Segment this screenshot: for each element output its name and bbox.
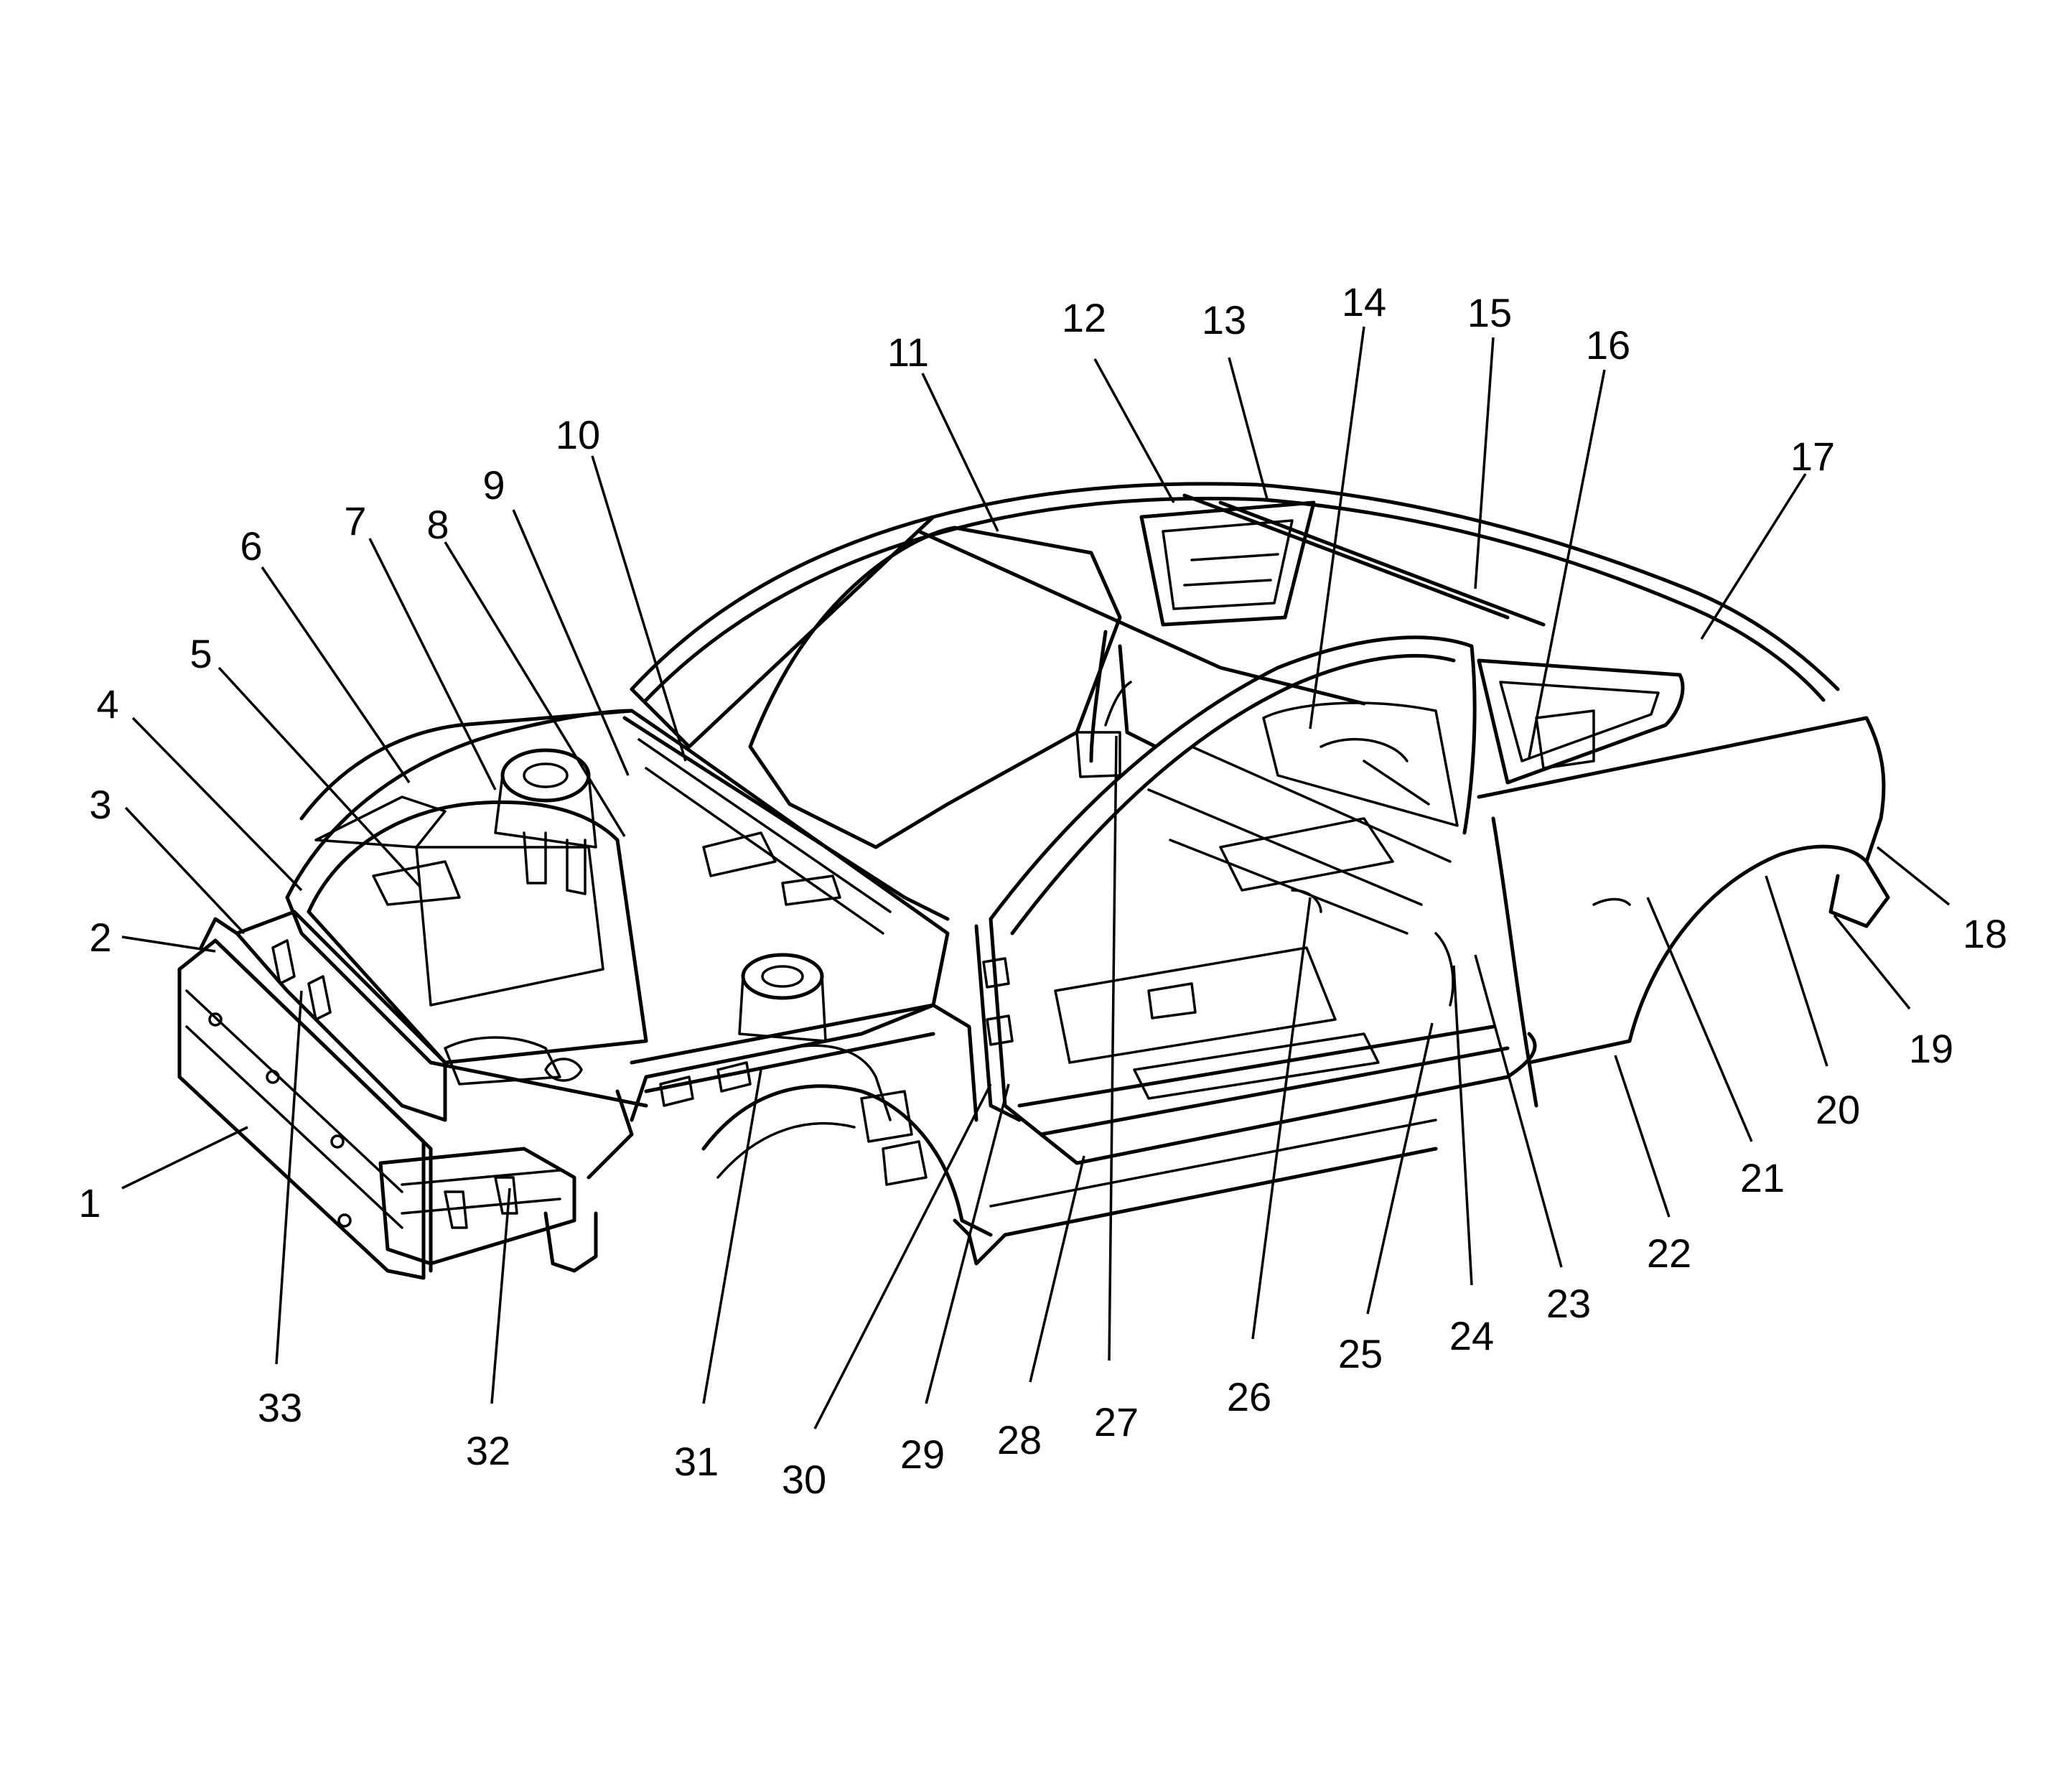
callout-32: 32 [466, 1428, 510, 1473]
callout-8: 8 [426, 502, 449, 547]
callout-26: 26 [1227, 1374, 1271, 1419]
callout-27: 27 [1094, 1399, 1139, 1445]
callout-3: 3 [89, 782, 111, 827]
callout-22: 22 [1647, 1231, 1691, 1276]
callout-4: 4 [96, 681, 118, 727]
callout-17: 17 [1790, 434, 1835, 479]
callout-2: 2 [89, 915, 111, 960]
callout-11: 11 [887, 330, 929, 375]
callout-29: 29 [900, 1432, 945, 1477]
callout-31: 31 [674, 1439, 719, 1484]
callout-20: 20 [1816, 1087, 1860, 1132]
callout-6: 6 [240, 523, 262, 569]
callout-16: 16 [1586, 322, 1630, 368]
callout-14: 14 [1342, 279, 1386, 325]
callout-23: 23 [1546, 1281, 1591, 1326]
callout-13: 13 [1202, 297, 1246, 342]
callout-28: 28 [997, 1417, 1042, 1462]
vehicle-body-illustration [177, 482, 1890, 1280]
callout-18: 18 [1963, 911, 2007, 956]
callout-15: 15 [1467, 290, 1512, 335]
callout-numbers: 1 2 3 4 5 6 7 8 9 10 11 12 13 14 15 16 1… [78, 279, 2007, 1502]
callout-9: 9 [482, 462, 505, 508]
callout-21: 21 [1740, 1155, 1785, 1200]
callout-25: 25 [1338, 1331, 1383, 1376]
callout-1: 1 [78, 1180, 101, 1226]
callout-12: 12 [1062, 295, 1106, 340]
callout-30: 30 [782, 1457, 826, 1502]
callout-10: 10 [556, 412, 600, 457]
callout-5: 5 [190, 631, 212, 676]
callout-24: 24 [1449, 1313, 1494, 1358]
leader-lines [121, 326, 1951, 1429]
callout-7: 7 [344, 498, 366, 543]
callout-33: 33 [258, 1385, 302, 1430]
callout-19: 19 [1909, 1026, 1953, 1071]
